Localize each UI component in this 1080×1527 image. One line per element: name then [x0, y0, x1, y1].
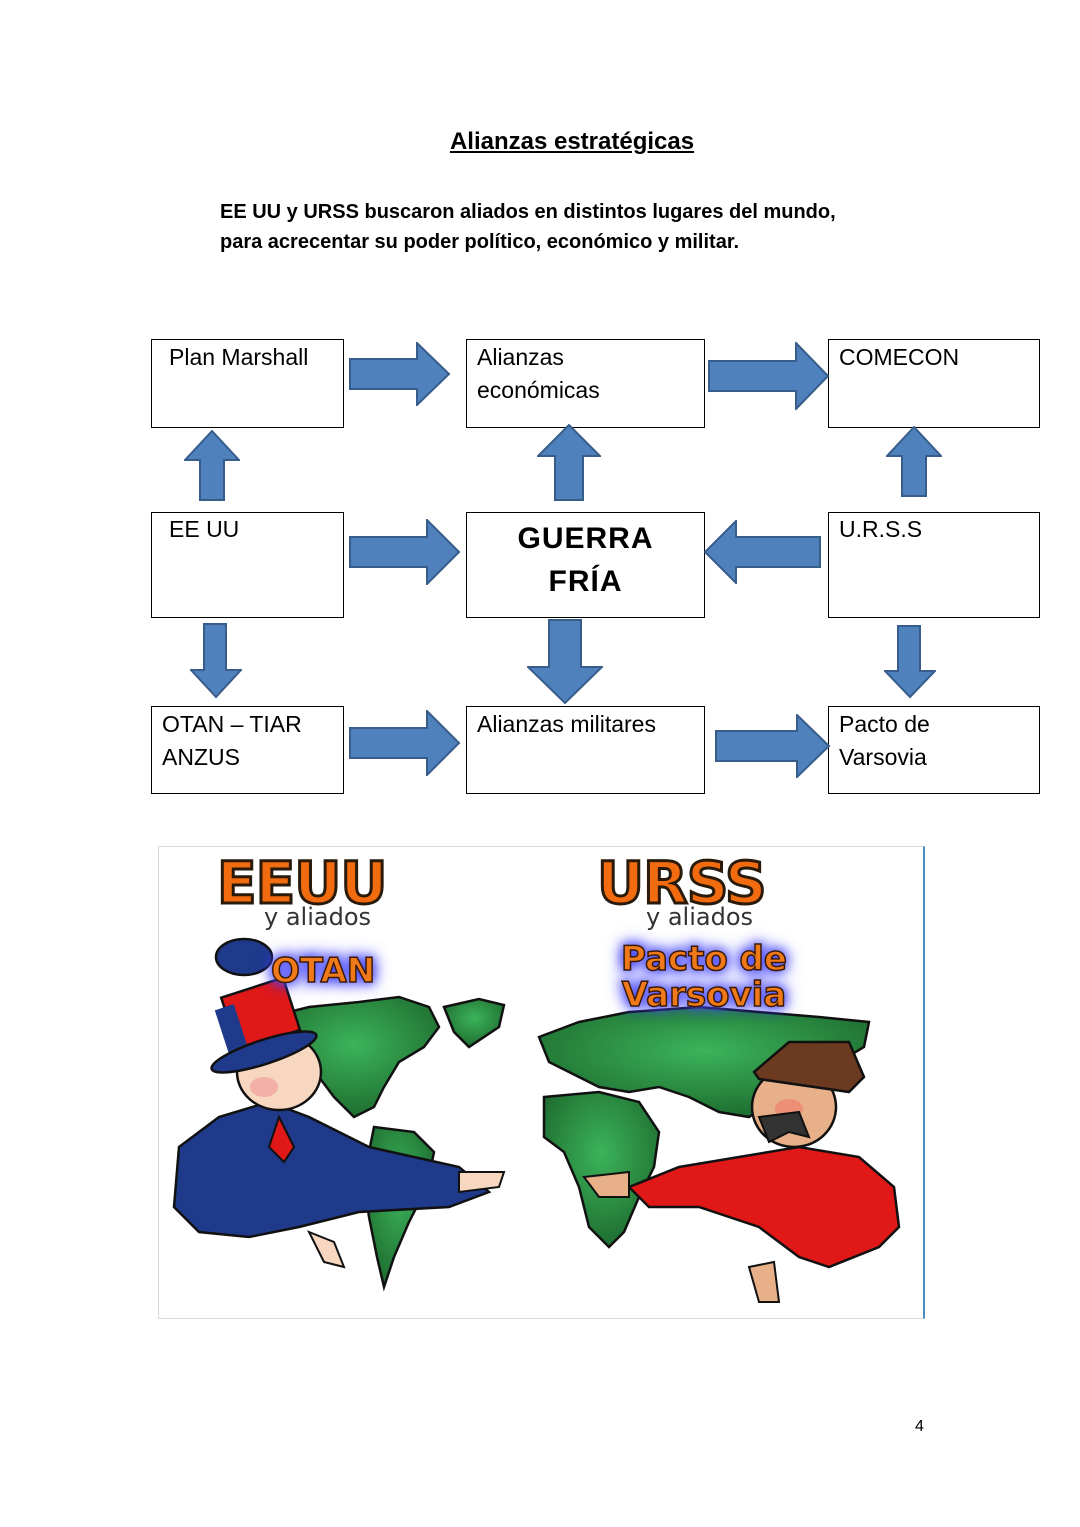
page-number: 4 [915, 1418, 924, 1435]
eeuu-heading: EEUU [215, 848, 388, 919]
pacto-line-1: Pacto de [620, 939, 787, 979]
cold-war-illustration: EEUU y aliados OTAN URSS y aliados Pacto… [158, 846, 925, 1319]
arrow-down-icon [190, 623, 242, 699]
arrow-down-icon [527, 619, 603, 705]
world-map-icon [172, 937, 901, 1303]
box-urss-label: U.R.S.S [839, 516, 923, 542]
arrow-right-icon [349, 342, 451, 406]
page-title: Alianzas estratégicas [449, 128, 695, 155]
uncle-sam-figure [172, 937, 506, 1269]
arrow-up-icon [886, 426, 942, 498]
intro-paragraph: EE UU y URSS buscaron aliados en distint… [220, 197, 836, 257]
box-alianzas-economicas: Alianzas económicas [466, 339, 705, 428]
pacto-line-2: Varsovia [621, 975, 787, 1015]
box-otan-tiar-anzus: OTAN – TIAR ANZUS [151, 706, 344, 794]
box-alianzas-militares-label: Alianzas militares [477, 711, 656, 737]
box-alianzas-economicas-line1: Alianzas [477, 344, 564, 370]
urss-heading: URSS [596, 848, 769, 919]
intro-line-1: EE UU y URSS buscaron aliados en distint… [220, 201, 836, 223]
box-comecon: COMECON [828, 339, 1040, 428]
box-guerra-fria-line1: GUERRA [517, 522, 654, 555]
pacto-varsovia-label: Pacto de Varsovia [620, 939, 787, 1015]
box-plan-marshall: Plan Marshall [151, 339, 344, 428]
box-eeuu: EE UU [151, 512, 344, 618]
arrow-right-icon [715, 714, 831, 778]
box-plan-marshall-label: Plan Marshall [169, 344, 309, 370]
otan-label: OTAN [270, 951, 376, 991]
eeuu-subtitle: y aliados [264, 903, 372, 931]
box-otan-line1: OTAN – TIAR [162, 711, 302, 737]
soviet-worker-figure [582, 1040, 901, 1303]
arrow-right-icon [349, 519, 461, 585]
box-urss: U.R.S.S [828, 512, 1040, 618]
box-alianzas-militares: Alianzas militares [466, 706, 705, 794]
intro-line-2: para acrecentar su poder político, econó… [220, 231, 740, 253]
arrow-right-icon [708, 342, 830, 410]
arrow-up-icon [184, 430, 240, 502]
box-alianzas-economicas-line2: económicas [477, 377, 600, 403]
arrow-down-icon [884, 625, 936, 699]
arrow-right-icon [349, 710, 461, 776]
box-eeuu-label: EE UU [169, 516, 240, 542]
box-otan-line2: ANZUS [162, 744, 240, 770]
arrow-up-icon [537, 424, 601, 502]
box-guerra-fria-line2: FRÍA [548, 565, 623, 598]
box-pacto-varsovia: Pacto de Varsovia [828, 706, 1040, 794]
box-pacto-line1: Pacto de [839, 711, 930, 737]
box-pacto-line2: Varsovia [839, 744, 927, 770]
box-comecon-label: COMECON [839, 344, 960, 370]
urss-subtitle: y aliados [646, 903, 754, 931]
box-guerra-fria: GUERRA FRÍA [466, 512, 705, 618]
arrow-left-icon [704, 520, 822, 584]
